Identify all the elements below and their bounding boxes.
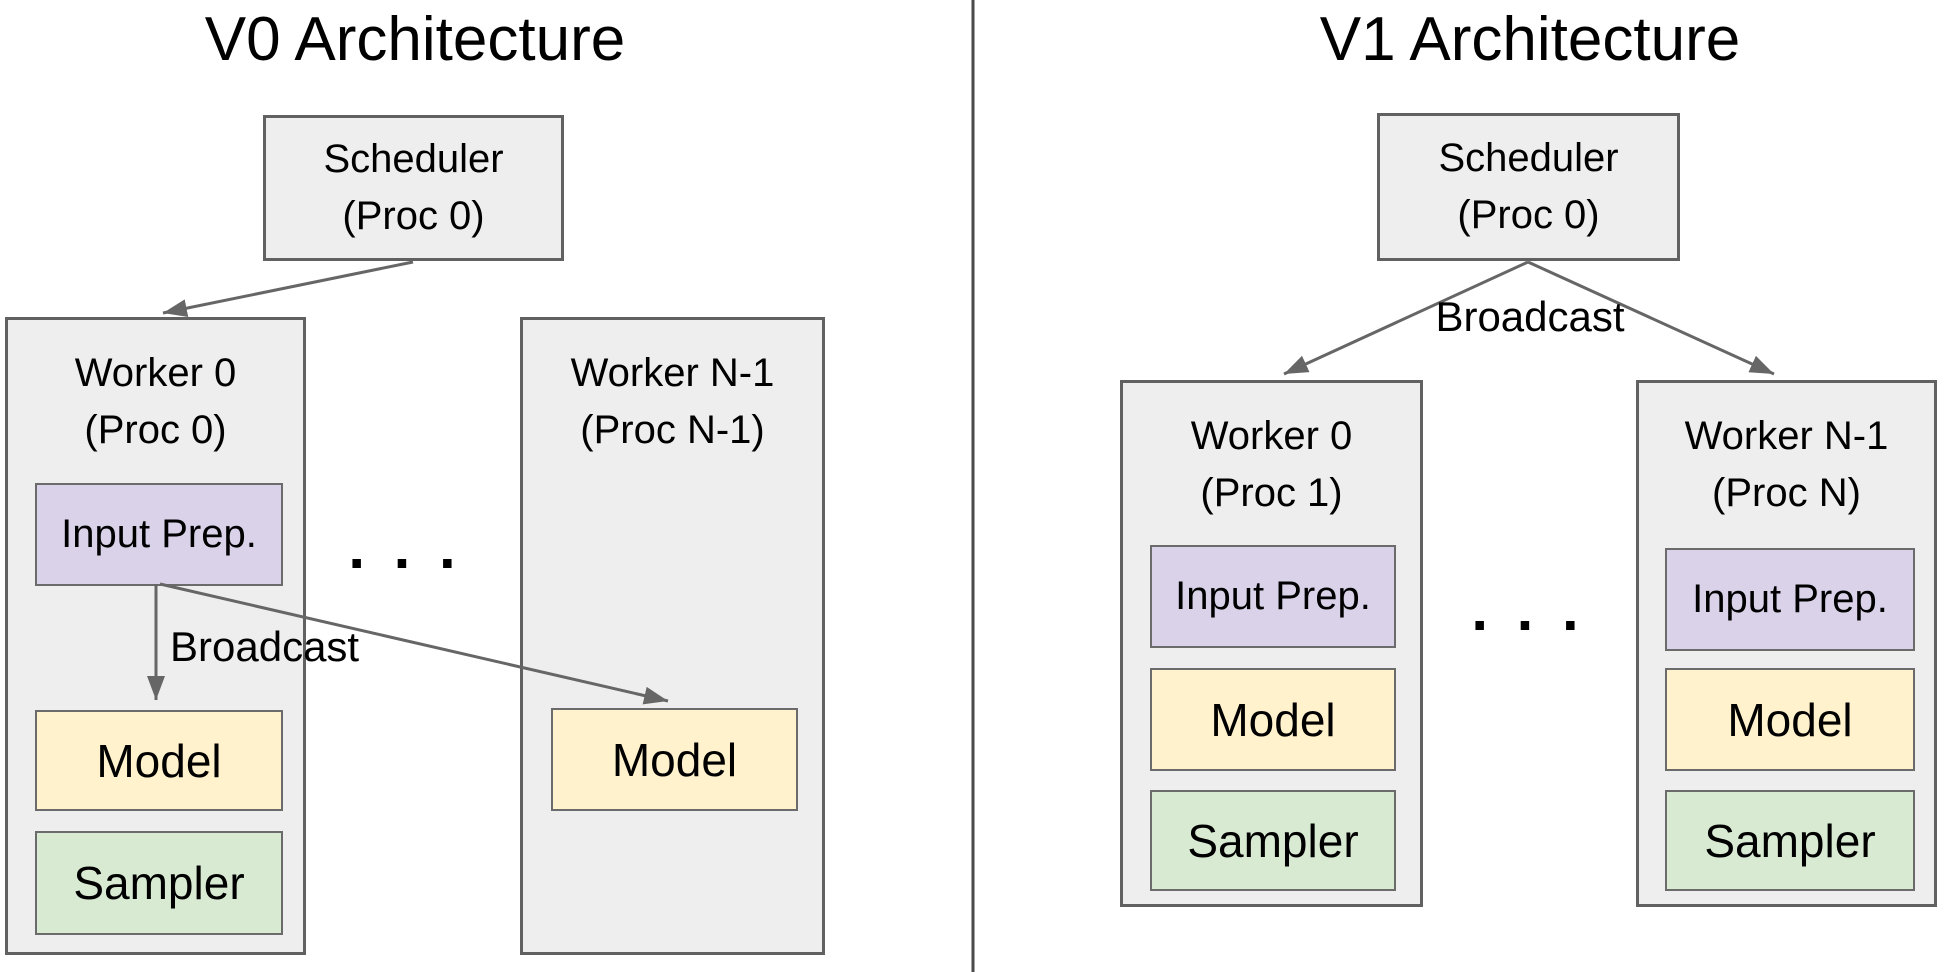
v1-workerN-model-box: Model: [1665, 668, 1915, 771]
v1-worker0-input-prep-box: Input Prep.: [1150, 545, 1396, 648]
v0-worker0-input-prep-box: Input Prep.: [35, 483, 283, 586]
v1-workerN-container: Worker N-1 (Proc N) Input Prep. Model Sa…: [1636, 380, 1937, 907]
v0-worker0-label: Worker 0 (Proc 0): [8, 320, 303, 459]
v0-workerN-label: Worker N-1 (Proc N-1): [523, 320, 822, 459]
v1-scheduler-box: Scheduler (Proc 0): [1377, 113, 1680, 261]
v1-title: V1 Architecture: [1319, 5, 1741, 74]
v1-workerN-sampler-box: Sampler: [1665, 790, 1915, 891]
v0-workerN-label-line2: (Proc N-1): [580, 408, 765, 452]
v0-scheduler-box: Scheduler (Proc 0): [263, 115, 564, 261]
v0-workerN-label-line1: Worker N-1: [570, 351, 775, 395]
v1-worker0-sampler-box: Sampler: [1150, 790, 1396, 891]
v1-workerN-input-prep-box: Input Prep.: [1665, 548, 1915, 651]
v1-worker0-label-line1: Worker 0: [1190, 414, 1353, 458]
v0-title: V0 Architecture: [204, 5, 626, 74]
v0-scheduler-label-line1: Scheduler: [323, 137, 504, 181]
v1-ellipsis-dots: . . .: [1471, 576, 1585, 643]
v0-broadcast-label: Broadcast: [170, 623, 360, 670]
v0-workerN-container: Worker N-1 (Proc N-1) Model: [520, 317, 825, 955]
v1-worker0-model-box: Model: [1150, 668, 1396, 771]
v0-scheduler-label-line2: (Proc 0): [342, 194, 485, 238]
v1-workerN-label-line2: (Proc N): [1712, 471, 1861, 515]
v0-scheduler-to-worker0-arrow: [162, 260, 414, 318]
v0-worker0-label-line1: Worker 0: [74, 351, 237, 395]
v1-broadcast-label: Broadcast: [1435, 293, 1625, 340]
v0-worker0-sampler-box: Sampler: [35, 831, 283, 935]
v1-worker0-label-line2: (Proc 1): [1200, 471, 1343, 515]
v0-ellipsis-dots: . . .: [348, 514, 462, 581]
v1-workerN-label-line1: Worker N-1: [1684, 414, 1889, 458]
v0-workerN-model-box: Model: [551, 708, 798, 811]
v1-worker0-label: Worker 0 (Proc 1): [1123, 383, 1420, 522]
v1-scheduler-label-line2: (Proc 0): [1457, 193, 1600, 237]
v0-worker0-model-box: Model: [35, 710, 283, 811]
v0-worker0-label-line2: (Proc 0): [84, 408, 227, 452]
v1-worker0-container: Worker 0 (Proc 1) Input Prep. Model Samp…: [1120, 380, 1423, 907]
v1-scheduler-label-line1: Scheduler: [1438, 136, 1619, 180]
v1-workerN-label: Worker N-1 (Proc N): [1639, 383, 1934, 522]
